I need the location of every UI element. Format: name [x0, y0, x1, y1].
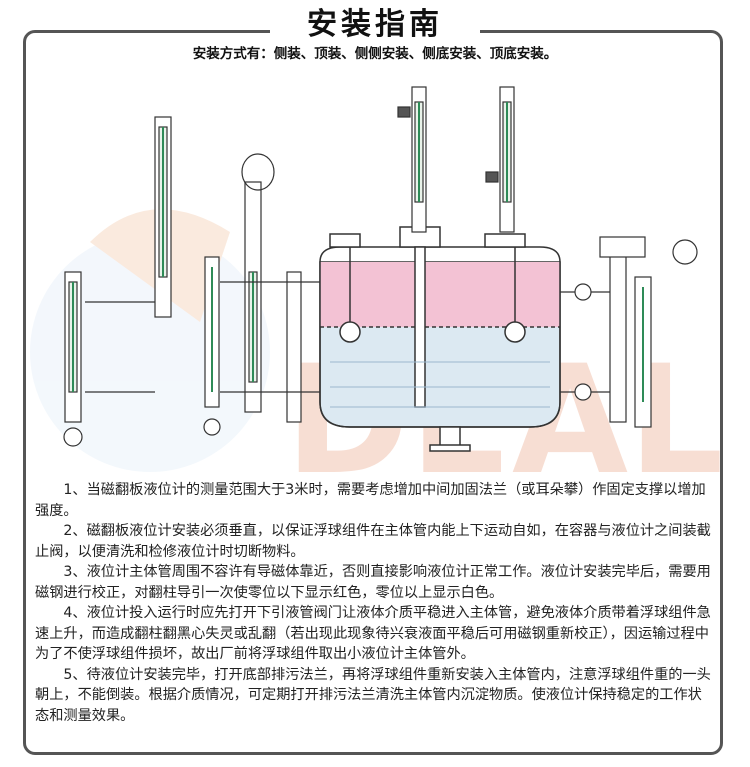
- title-box: 安装指南: [270, 5, 480, 45]
- note-item: 1、当磁翻板液位计的测量范围大于3米时，需要考虑增加中间加固法兰（或耳朵攀）作固…: [35, 482, 706, 519]
- note-item: 3、液位计主体管周围不容许有导磁体靠近，否则直接影响液位计正常工作。液位计安装完…: [35, 564, 711, 601]
- side-mount-indicators-left: [63, 116, 320, 447]
- page-title: 安装指南: [307, 7, 443, 42]
- main-vessel: [319, 226, 561, 452]
- installation-diagram: DEAL: [30, 86, 720, 482]
- note-item: 2、磁翻板液位计安装必须垂直，以保证浮球组件在主体管内能上下运动自如，在容器与液…: [35, 523, 711, 560]
- side-mount-indicator-right: [560, 236, 698, 428]
- note-item: 5、待液位计安装完毕，打开底部排污法兰，再将浮球组件重新安装入主体管内，注意浮球…: [35, 666, 711, 724]
- installation-methods: 安装方式有：侧装、顶装、侧侧安装、侧底安装、顶底安装。: [192, 46, 558, 62]
- top-mount-indicator-right: [485, 86, 515, 233]
- installation-notes: 1、当磁翻板液位计的测量范围大于3米时，需要考虑增加中间加固法兰（或耳朵攀）作固…: [35, 480, 713, 726]
- top-mount-indicator-left: [397, 86, 427, 233]
- note-item: 4、液位计投入运行时应先打开下引液管阀门让液体介质平稳进入主体管，避免液体介质带…: [35, 605, 711, 662]
